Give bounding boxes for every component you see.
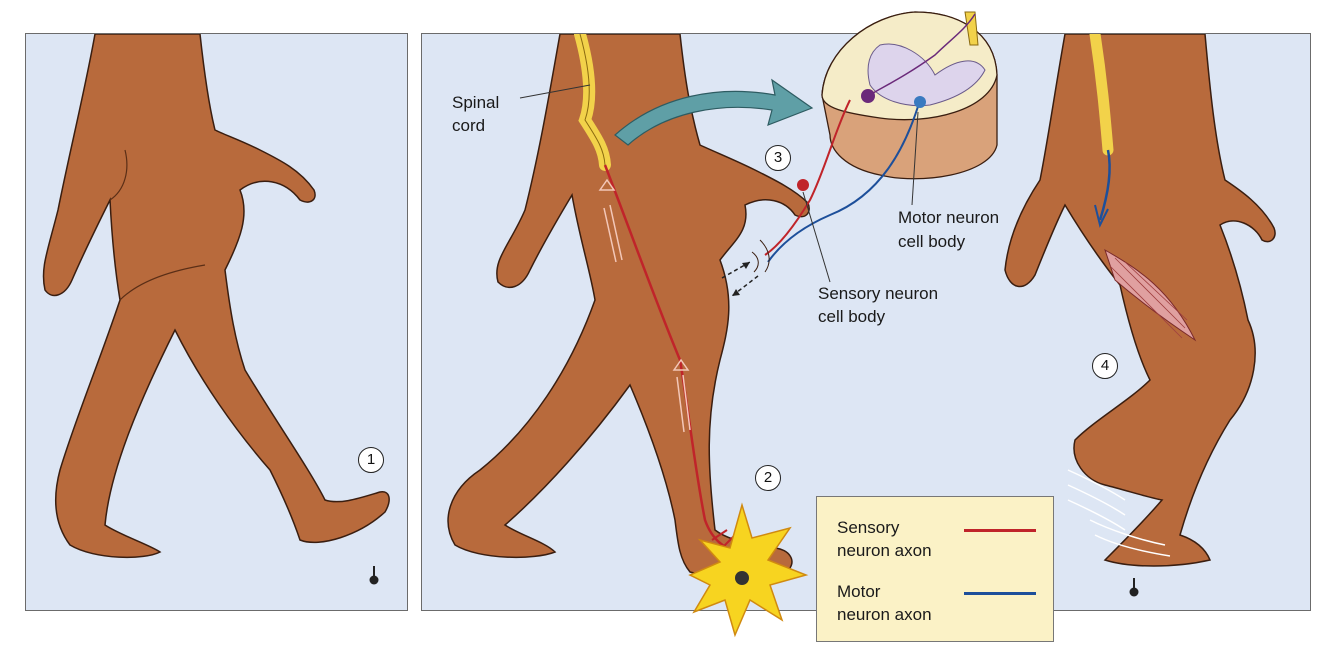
figure-stepping [447, 34, 810, 579]
step-2-badge: 2 [755, 465, 781, 491]
withdrawal-motion-icon [721, 261, 759, 297]
figure-walking [42, 34, 390, 559]
motion-lines [1067, 469, 1171, 557]
step-4-badge: 4 [1092, 353, 1118, 379]
spinal-cord-cross-section [751, 11, 998, 273]
legend-sensory-line1: Sensory [837, 518, 900, 537]
motor-neuron-label-line1: Motor neuron [898, 208, 1000, 227]
thumbtack-icon [1129, 578, 1139, 597]
legend: Sensory neuron axon Motor neuron axon [816, 496, 1054, 642]
step-3-badge: 3 [765, 145, 791, 171]
spinal-cord-label-line2: cord [452, 116, 486, 135]
legend-motor-line1: Motor [837, 582, 881, 601]
sensory-neuron-label-line2: cell body [818, 307, 886, 326]
figure-withdrawal [1004, 34, 1276, 567]
thumbtack-icon [369, 566, 379, 585]
sensory-neuron-label-line1: Sensory neuron [818, 284, 939, 303]
motor-neuron-label-line2: cell body [898, 232, 966, 251]
pain-burst-icon [688, 502, 809, 638]
step-1-badge: 1 [358, 447, 384, 473]
legend-sensory-line2: neuron axon [837, 541, 932, 560]
legend-motor-swatch [964, 592, 1036, 595]
legend-motor-line2: neuron axon [837, 605, 932, 624]
legend-sensory-swatch [964, 529, 1036, 532]
flow-arrow-icon [614, 78, 814, 146]
spinal-cord-label-line1: Spinal [452, 93, 500, 112]
